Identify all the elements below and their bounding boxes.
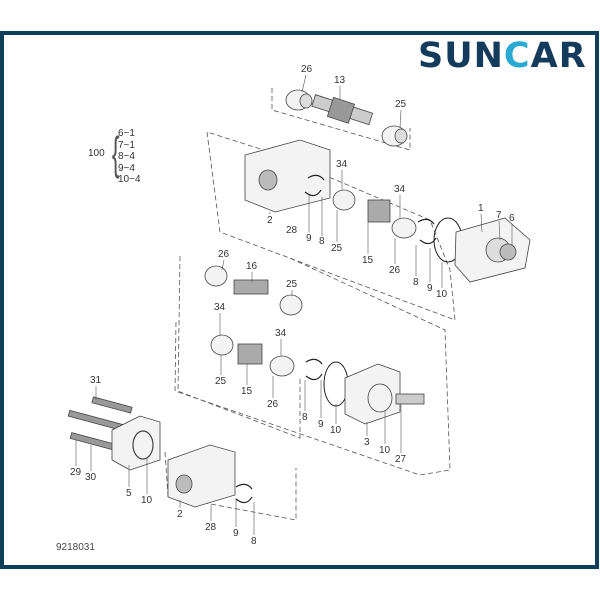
gear-shaft-13-icon xyxy=(311,94,374,126)
callout-label: 10 xyxy=(141,495,153,506)
callout-label: 7 xyxy=(496,210,502,221)
end-cover-5-icon xyxy=(111,415,161,471)
brand-logo: SUNCAR xyxy=(418,36,587,76)
callout-label: 30 xyxy=(85,472,97,483)
callout-label: 8 xyxy=(251,536,257,547)
bearing-25-middle-icon xyxy=(279,294,303,316)
callout-label: 31 xyxy=(90,375,102,386)
gear-15-lower-icon xyxy=(237,343,263,365)
bolts-29-30-31-icon xyxy=(67,396,133,454)
bearing-26-top-icon xyxy=(285,89,313,111)
callout-label: 34 xyxy=(214,302,226,313)
pump-body-2-lower-icon xyxy=(167,444,236,508)
kit-item: 6~1 xyxy=(118,128,135,139)
callout-label: 28 xyxy=(205,522,217,533)
callout-label: 2 xyxy=(177,509,183,520)
kit-item: 10~4 xyxy=(118,174,141,185)
callout-label: 34 xyxy=(394,184,406,195)
callout-label: 26 xyxy=(267,399,279,410)
callout-label: 26 xyxy=(301,64,313,75)
seal-rings-middle-icon xyxy=(305,358,349,407)
callout-label: 1 xyxy=(478,203,484,214)
callout-label: 9 xyxy=(318,419,324,430)
gear-15-upper-icon xyxy=(367,199,391,223)
callout-label: 6 xyxy=(509,213,515,224)
callout-label: 8 xyxy=(319,236,325,247)
brand-name-accent: C xyxy=(503,36,531,76)
seal-rings-lower-icon xyxy=(235,483,253,504)
bearing-26-upper-icon xyxy=(391,217,417,239)
callout-label: 25 xyxy=(286,279,298,290)
front-cover-1-icon xyxy=(454,217,531,283)
callout-label: 15 xyxy=(362,255,374,266)
brand-name-suffix: AR xyxy=(530,36,587,76)
callout-label: 34 xyxy=(275,328,287,339)
part-callouts: 26 13 25 34 34 2 28 9 8 25 15 26 1 7 6 8… xyxy=(70,64,515,547)
leader-lines xyxy=(75,74,513,535)
callout-label: 25 xyxy=(215,376,227,387)
kit-item: 8~4 xyxy=(118,151,135,162)
callout-label: 5 xyxy=(126,488,132,499)
bearing-26-lower-icon xyxy=(269,355,295,377)
callout-label: 3 xyxy=(364,437,370,448)
part-shapes xyxy=(67,89,531,508)
callout-label: 27 xyxy=(395,454,407,465)
callout-label: 10 xyxy=(330,425,342,436)
callout-label: 34 xyxy=(336,159,348,170)
assembly-guide-lines xyxy=(164,88,456,521)
kit-item: 9~4 xyxy=(118,162,135,174)
callout-label: 26 xyxy=(218,249,230,260)
callout-label: 9 xyxy=(306,233,312,244)
kit-items: 6~1 7~1 8~4 9~4 10~4 xyxy=(118,128,141,186)
brace-icon: { xyxy=(111,127,120,179)
callout-label: 28 xyxy=(286,225,298,236)
callout-label: 10 xyxy=(436,289,448,300)
callout-label: 9 xyxy=(233,528,239,539)
bearing-25-upper-icon xyxy=(332,189,356,211)
kit-label: 100 xyxy=(88,148,105,159)
bearing-25-lower-icon xyxy=(210,334,234,356)
callout-label: 15 xyxy=(241,386,253,397)
callout-label: 26 xyxy=(389,265,401,276)
callout-label: 29 xyxy=(70,467,82,478)
callout-label: 8 xyxy=(413,277,419,288)
callout-label: 10 xyxy=(379,445,391,456)
callout-label: 2 xyxy=(267,215,273,226)
bearing-25-top-icon xyxy=(381,125,408,147)
callout-label: 16 xyxy=(246,261,258,272)
callout-label: 13 xyxy=(334,75,346,86)
kit-item: 7~1 xyxy=(118,139,135,151)
callout-label: 8 xyxy=(302,412,308,423)
callout-label: 25 xyxy=(395,99,407,110)
callout-label: 25 xyxy=(331,243,343,254)
brand-name-prefix: SUN xyxy=(418,36,504,76)
gear-shaft-16-icon xyxy=(233,279,269,295)
drawing-number: 9218031 xyxy=(56,542,95,553)
rear-body-3-icon xyxy=(344,363,425,425)
callout-label: 9 xyxy=(427,283,433,294)
bearing-26-middle-icon xyxy=(204,265,228,287)
